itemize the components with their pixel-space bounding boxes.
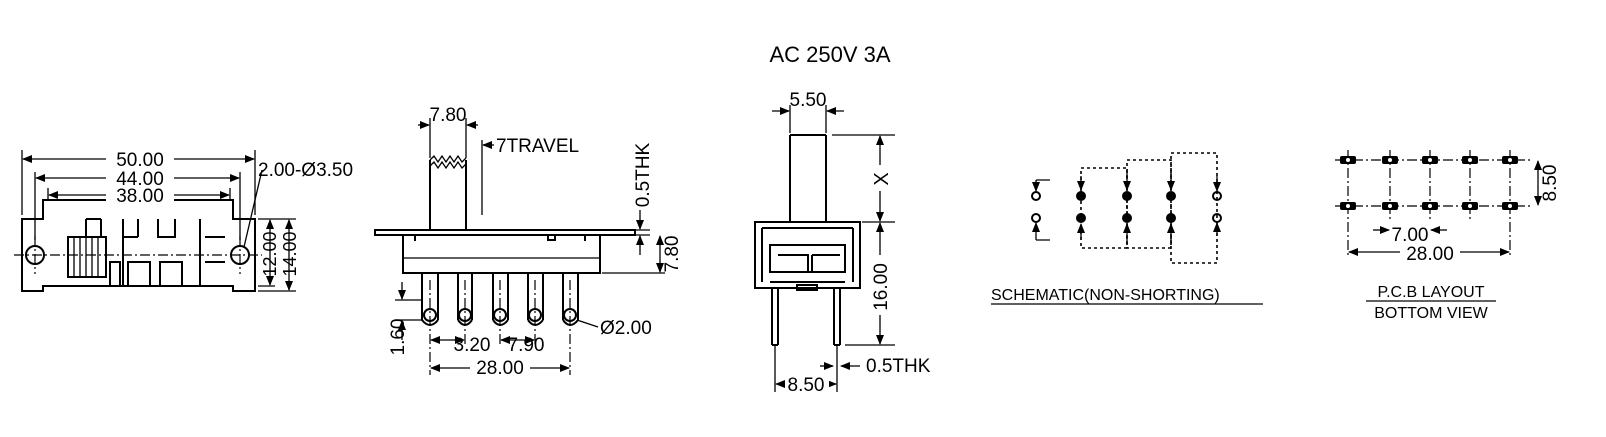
end-knob-width: 5.50 [790,90,827,111]
dim-h2: 14.00 [280,231,300,276]
pin-spacing: 8.50 [788,375,825,396]
pcb-row-spacing: 8.50 [1540,165,1561,202]
knob-width: 7.80 [430,105,467,126]
pcb-layout: 8.50 7.00 28.00 P.C.B LAYOUT BOTTOM VIEW [1335,150,1561,322]
end-housing [754,221,861,289]
dim-mid: 44.00 [116,169,164,190]
pcb-pitch: 7.00 [1392,225,1429,246]
pin-diameter: Ø2.00 [600,318,652,339]
schematic-box-3 [1170,152,1218,264]
pcb-pads [1340,156,1518,210]
pin-thk: 0.5THK [866,356,931,377]
hole-label: 2.00-Ø3.50 [258,160,353,181]
dim-overall: 50.00 [116,150,164,171]
pin-pitch2: 7.90 [508,335,545,356]
pin-offset: 1.60 [388,319,409,356]
pin-length: 16.00 [871,263,892,311]
schematic: SCHEMATIC(NON-SHORTING) [991,152,1263,305]
front-internal-blocks [85,218,225,287]
knob-height: X [871,172,893,185]
side-pins [421,273,579,375]
pcb-label-2: BOTTOM VIEW [1374,305,1488,322]
body-height: 7.80 [662,236,683,273]
end-view: 5.50 X 16.00 8.50 0.5THK [754,90,931,396]
knob-break [429,154,467,164]
schematic-box-1 [1080,167,1128,249]
front-view: 50.00 44.00 38.00 2.00-Ø3.50 12.00 14.00 [14,148,353,292]
frame-ears [22,218,43,292]
frame-outline [21,199,256,292]
schematic-label: SCHEMATIC(NON-SHORTING) [991,287,1220,304]
pin-pitch1: 3.20 [454,335,491,356]
schematic-box-2 [1126,159,1172,249]
side-view: 7.80 7TRAVEL [374,105,683,379]
pcb-label-1: P.C.B LAYOUT [1378,284,1485,301]
travel-label: 7TRAVEL [496,136,579,157]
end-knob [789,134,827,222]
end-pin-right [833,288,841,346]
knob-ribs [73,237,99,277]
title: AC 250V 3A [769,42,890,67]
mounting-plate [374,229,636,236]
end-pin-left [771,288,779,346]
dim-inner: 38.00 [116,186,164,207]
switch-body [402,235,601,274]
plate-thk: 0.5THK [633,142,654,207]
dim-h1: 12.00 [260,231,280,276]
pcb-span: 28.00 [1406,244,1454,265]
knob-stem [429,160,467,230]
pin-span: 28.00 [476,358,524,379]
